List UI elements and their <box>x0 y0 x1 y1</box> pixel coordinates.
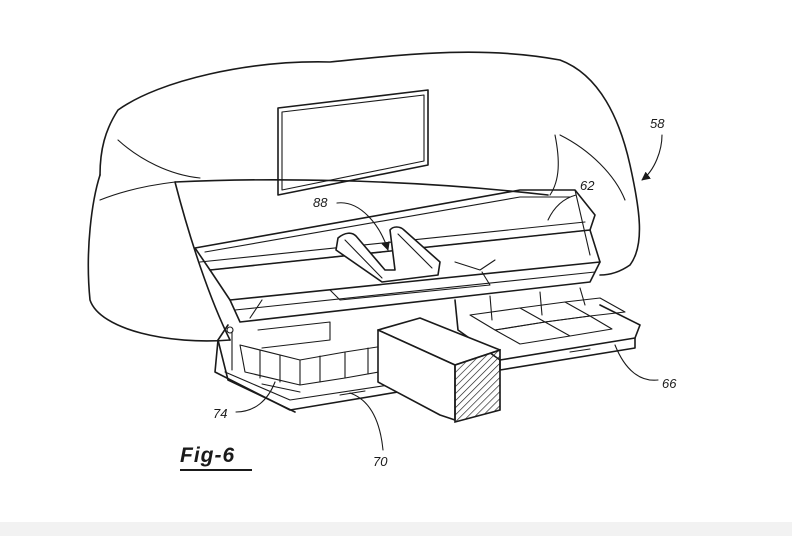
display-screen <box>277 89 429 196</box>
clip <box>335 226 441 283</box>
leader-lines <box>235 134 663 451</box>
ref-70: 70 <box>373 454 388 469</box>
housing-shell <box>87 51 641 342</box>
bottom-bar <box>0 522 792 536</box>
figure-label-text: Fig-6 <box>180 444 235 467</box>
ref-74: 74 <box>213 406 227 421</box>
figure-label: Fig-6 <box>180 444 252 471</box>
ref-62: 62 <box>580 178 595 193</box>
ref-58: 58 <box>650 116 665 131</box>
ref-88: 88 <box>313 195 328 210</box>
ref-66: 66 <box>662 376 677 391</box>
mid-rail <box>229 259 601 323</box>
support-block <box>377 317 501 424</box>
